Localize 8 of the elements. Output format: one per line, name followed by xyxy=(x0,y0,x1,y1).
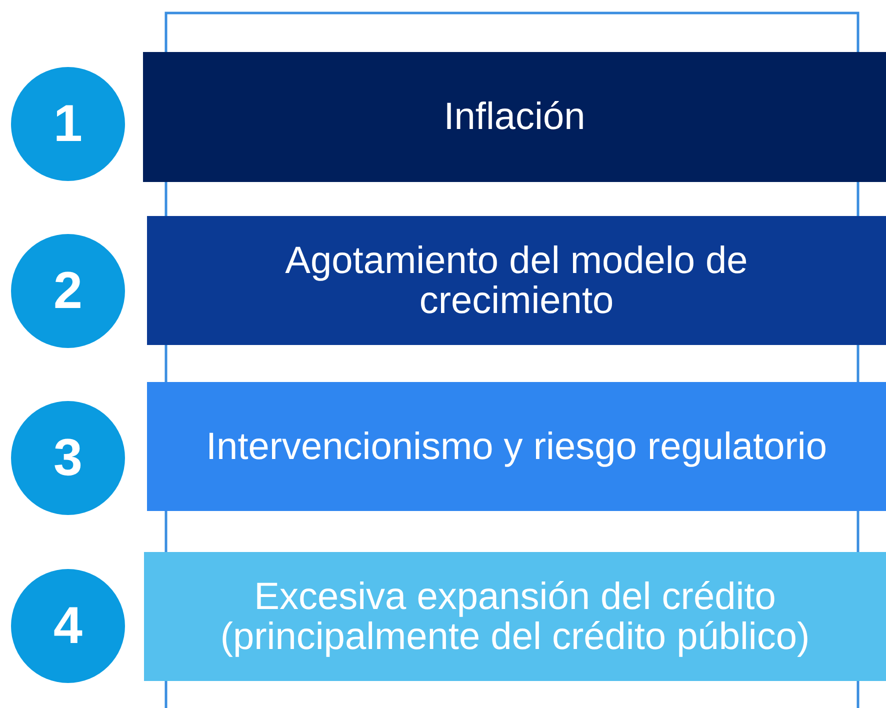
number-circle: 4 xyxy=(11,569,125,683)
banner-bar: Agotamiento del modelo de crecimiento xyxy=(147,216,886,345)
number-circle: 3 xyxy=(11,401,125,515)
number-circle: 1 xyxy=(11,67,125,181)
banner-bar: Inflación xyxy=(143,52,886,182)
banner-bar: Intervencionismo y riesgo regulatorio xyxy=(147,382,886,511)
number-circle: 2 xyxy=(11,234,125,348)
banner-bar: Excesiva expansión del crédito (principalmente del crédito público) xyxy=(144,552,886,681)
